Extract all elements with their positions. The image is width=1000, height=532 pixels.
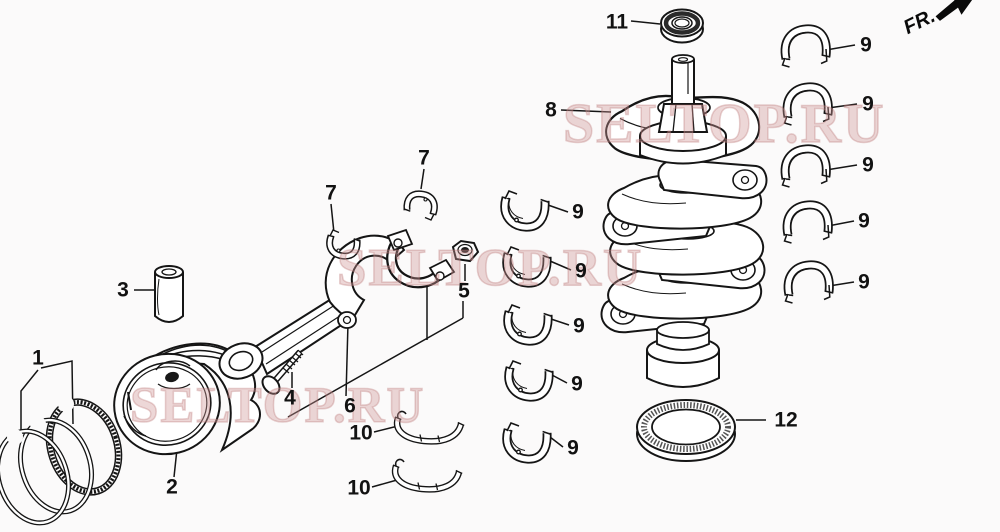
- oil-seal-ring-drawing: [636, 399, 736, 462]
- main-bearing-drawing: [784, 87, 833, 125]
- part-label-9-r5: 9: [858, 270, 870, 294]
- part-label-7-left: 7: [325, 181, 337, 205]
- part-label-9-l1: 9: [572, 200, 584, 224]
- part-label-6: 6: [344, 394, 356, 418]
- main-bearing-drawing: [504, 423, 552, 459]
- rod-bolt-drawing: [261, 349, 304, 395]
- piston-pin-drawing: [154, 265, 184, 323]
- part-label-7-right: 7: [418, 146, 430, 170]
- part-label-2: 2: [166, 475, 178, 499]
- fr-direction-indicator: FR.: [898, 0, 988, 42]
- piston-rings-drawing: [0, 396, 123, 526]
- leader-lines: [20, 20, 858, 488]
- part-label-11: 11: [605, 10, 629, 34]
- part-label-1: 1: [32, 346, 44, 370]
- part-label-12: 12: [774, 408, 798, 432]
- part-label-3: 3: [117, 278, 129, 302]
- part-label-10-upper: 10: [349, 421, 373, 445]
- thrust-washer-drawing: [393, 459, 462, 490]
- connecting-rod-drawing: [218, 234, 406, 380]
- part-label-4: 4: [284, 386, 296, 410]
- part-label-9-l3: 9: [573, 314, 585, 338]
- part-label-9-r1: 9: [860, 33, 872, 57]
- part-label-10-lower: 10: [347, 476, 371, 500]
- fr-direction-arrow-icon: [935, 0, 978, 21]
- crankshaft-drawing: [600, 54, 768, 388]
- part-label-5: 5: [458, 279, 470, 303]
- part-label-8: 8: [545, 98, 557, 122]
- part-label-9-r3: 9: [862, 153, 874, 177]
- main-bearing-drawing: [784, 205, 833, 243]
- part-label-9-l4: 9: [571, 372, 583, 396]
- part-label-9-l2: 9: [575, 259, 587, 283]
- thrust-washer-drawing: [395, 411, 464, 442]
- main-bearing-drawing: [785, 265, 834, 303]
- main-bearing-drawing: [782, 149, 831, 187]
- part-label-9-r4: 9: [858, 209, 870, 233]
- main-bearing-drawing: [782, 29, 831, 67]
- rod-cap-drawing: [386, 228, 456, 289]
- part-label-9-r2: 9: [862, 92, 874, 116]
- rod-bearing-drawing: [404, 194, 437, 220]
- main-bearing-drawing: [506, 361, 554, 397]
- part-label-9-l5: 9: [567, 436, 579, 460]
- rod-nut-drawing: [451, 239, 480, 263]
- main-bearing-drawing: [504, 247, 552, 283]
- oil-seal-drawing: [660, 8, 704, 44]
- main-bearing-drawing: [505, 305, 553, 341]
- main-bearing-drawing: [502, 191, 550, 227]
